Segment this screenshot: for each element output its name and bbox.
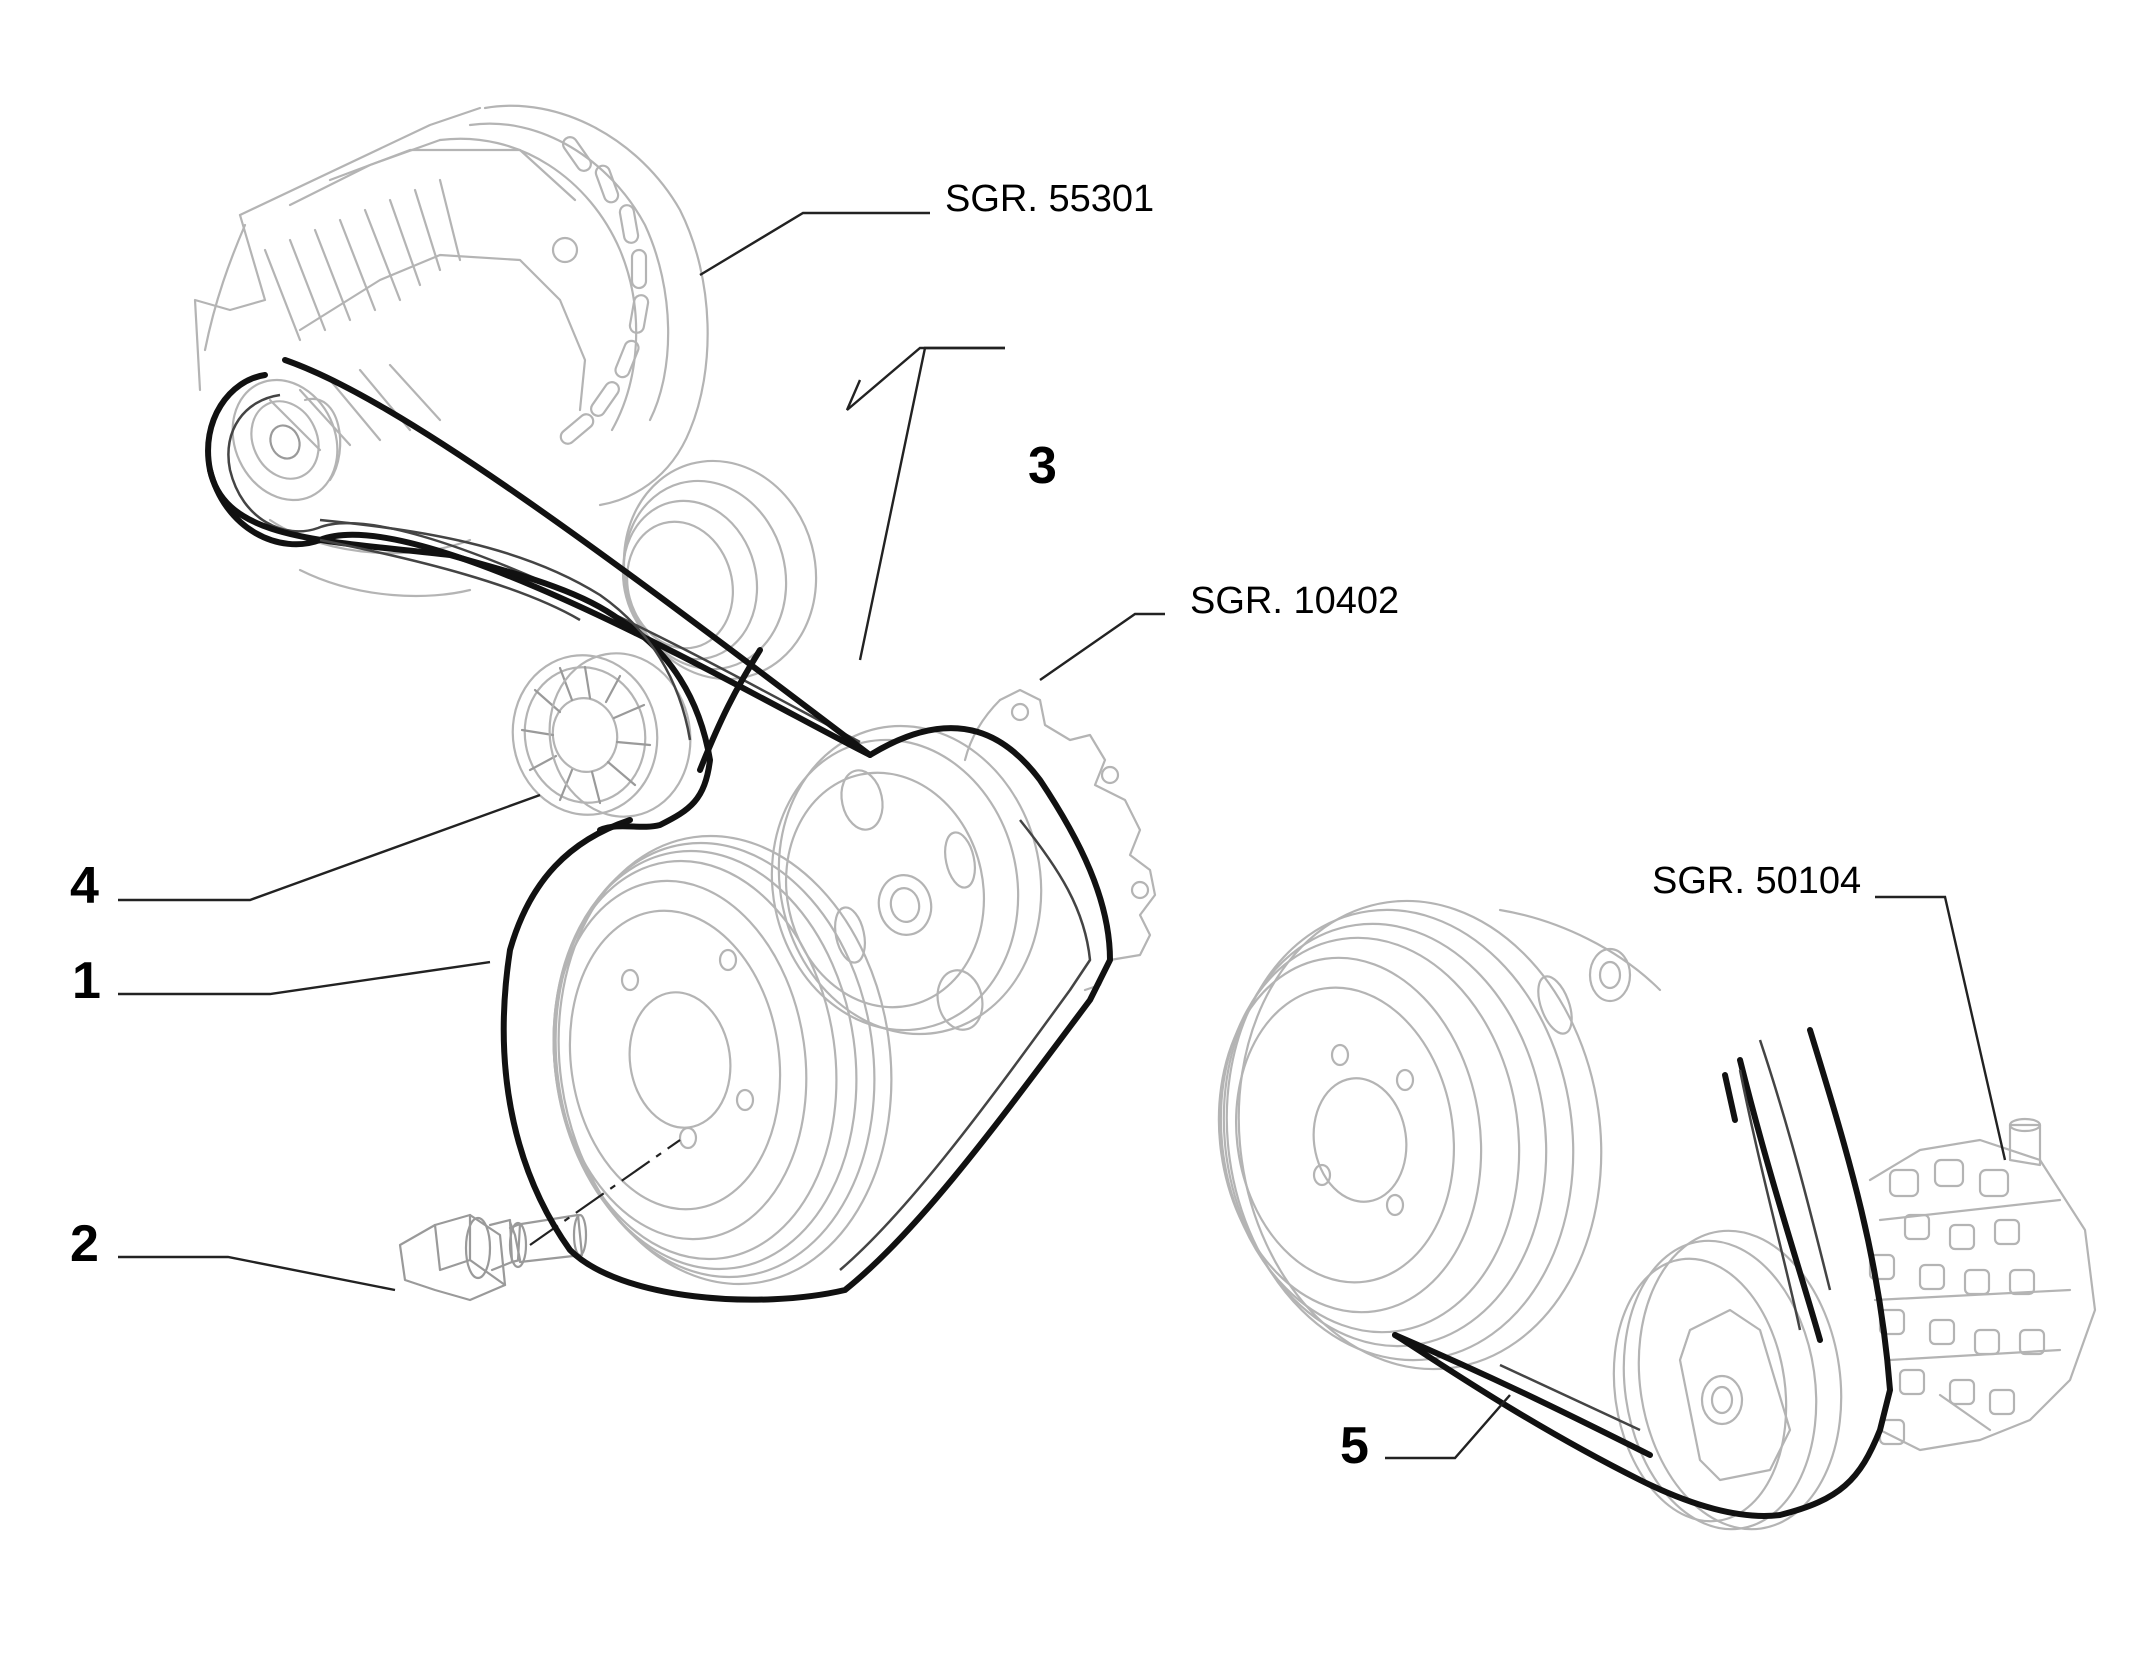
belt-4: [207, 467, 763, 833]
callout-3: 3: [1028, 437, 1057, 495]
water-pump-reference-label: SGR. 10402: [1190, 580, 1400, 622]
alternator-reference-label: SGR. 55301: [945, 178, 1155, 220]
tensioner-pulley: [511, 652, 692, 818]
callout-5: 5: [1340, 1417, 1369, 1475]
crankshaft-pulley: [552, 834, 893, 1286]
ac-compressor: [1868, 1117, 2097, 1452]
belt-3: [205, 357, 1113, 1303]
callout-1: 1: [72, 952, 101, 1010]
belt-5: [1392, 1027, 1893, 1519]
ac-compressor-reference-label: SGR. 50104: [1652, 860, 1862, 902]
leader-lines: [118, 211, 2007, 1460]
callout-2: 2: [70, 1215, 99, 1273]
crank-pulley-right: [1217, 899, 1662, 1371]
upper-idler-pulley: [621, 459, 818, 681]
water-pump: [770, 688, 1157, 1036]
pulley-bolt: [398, 1213, 588, 1302]
callout-4: 4: [70, 857, 99, 915]
ac-compressor-pulley: [1612, 1229, 1843, 1531]
